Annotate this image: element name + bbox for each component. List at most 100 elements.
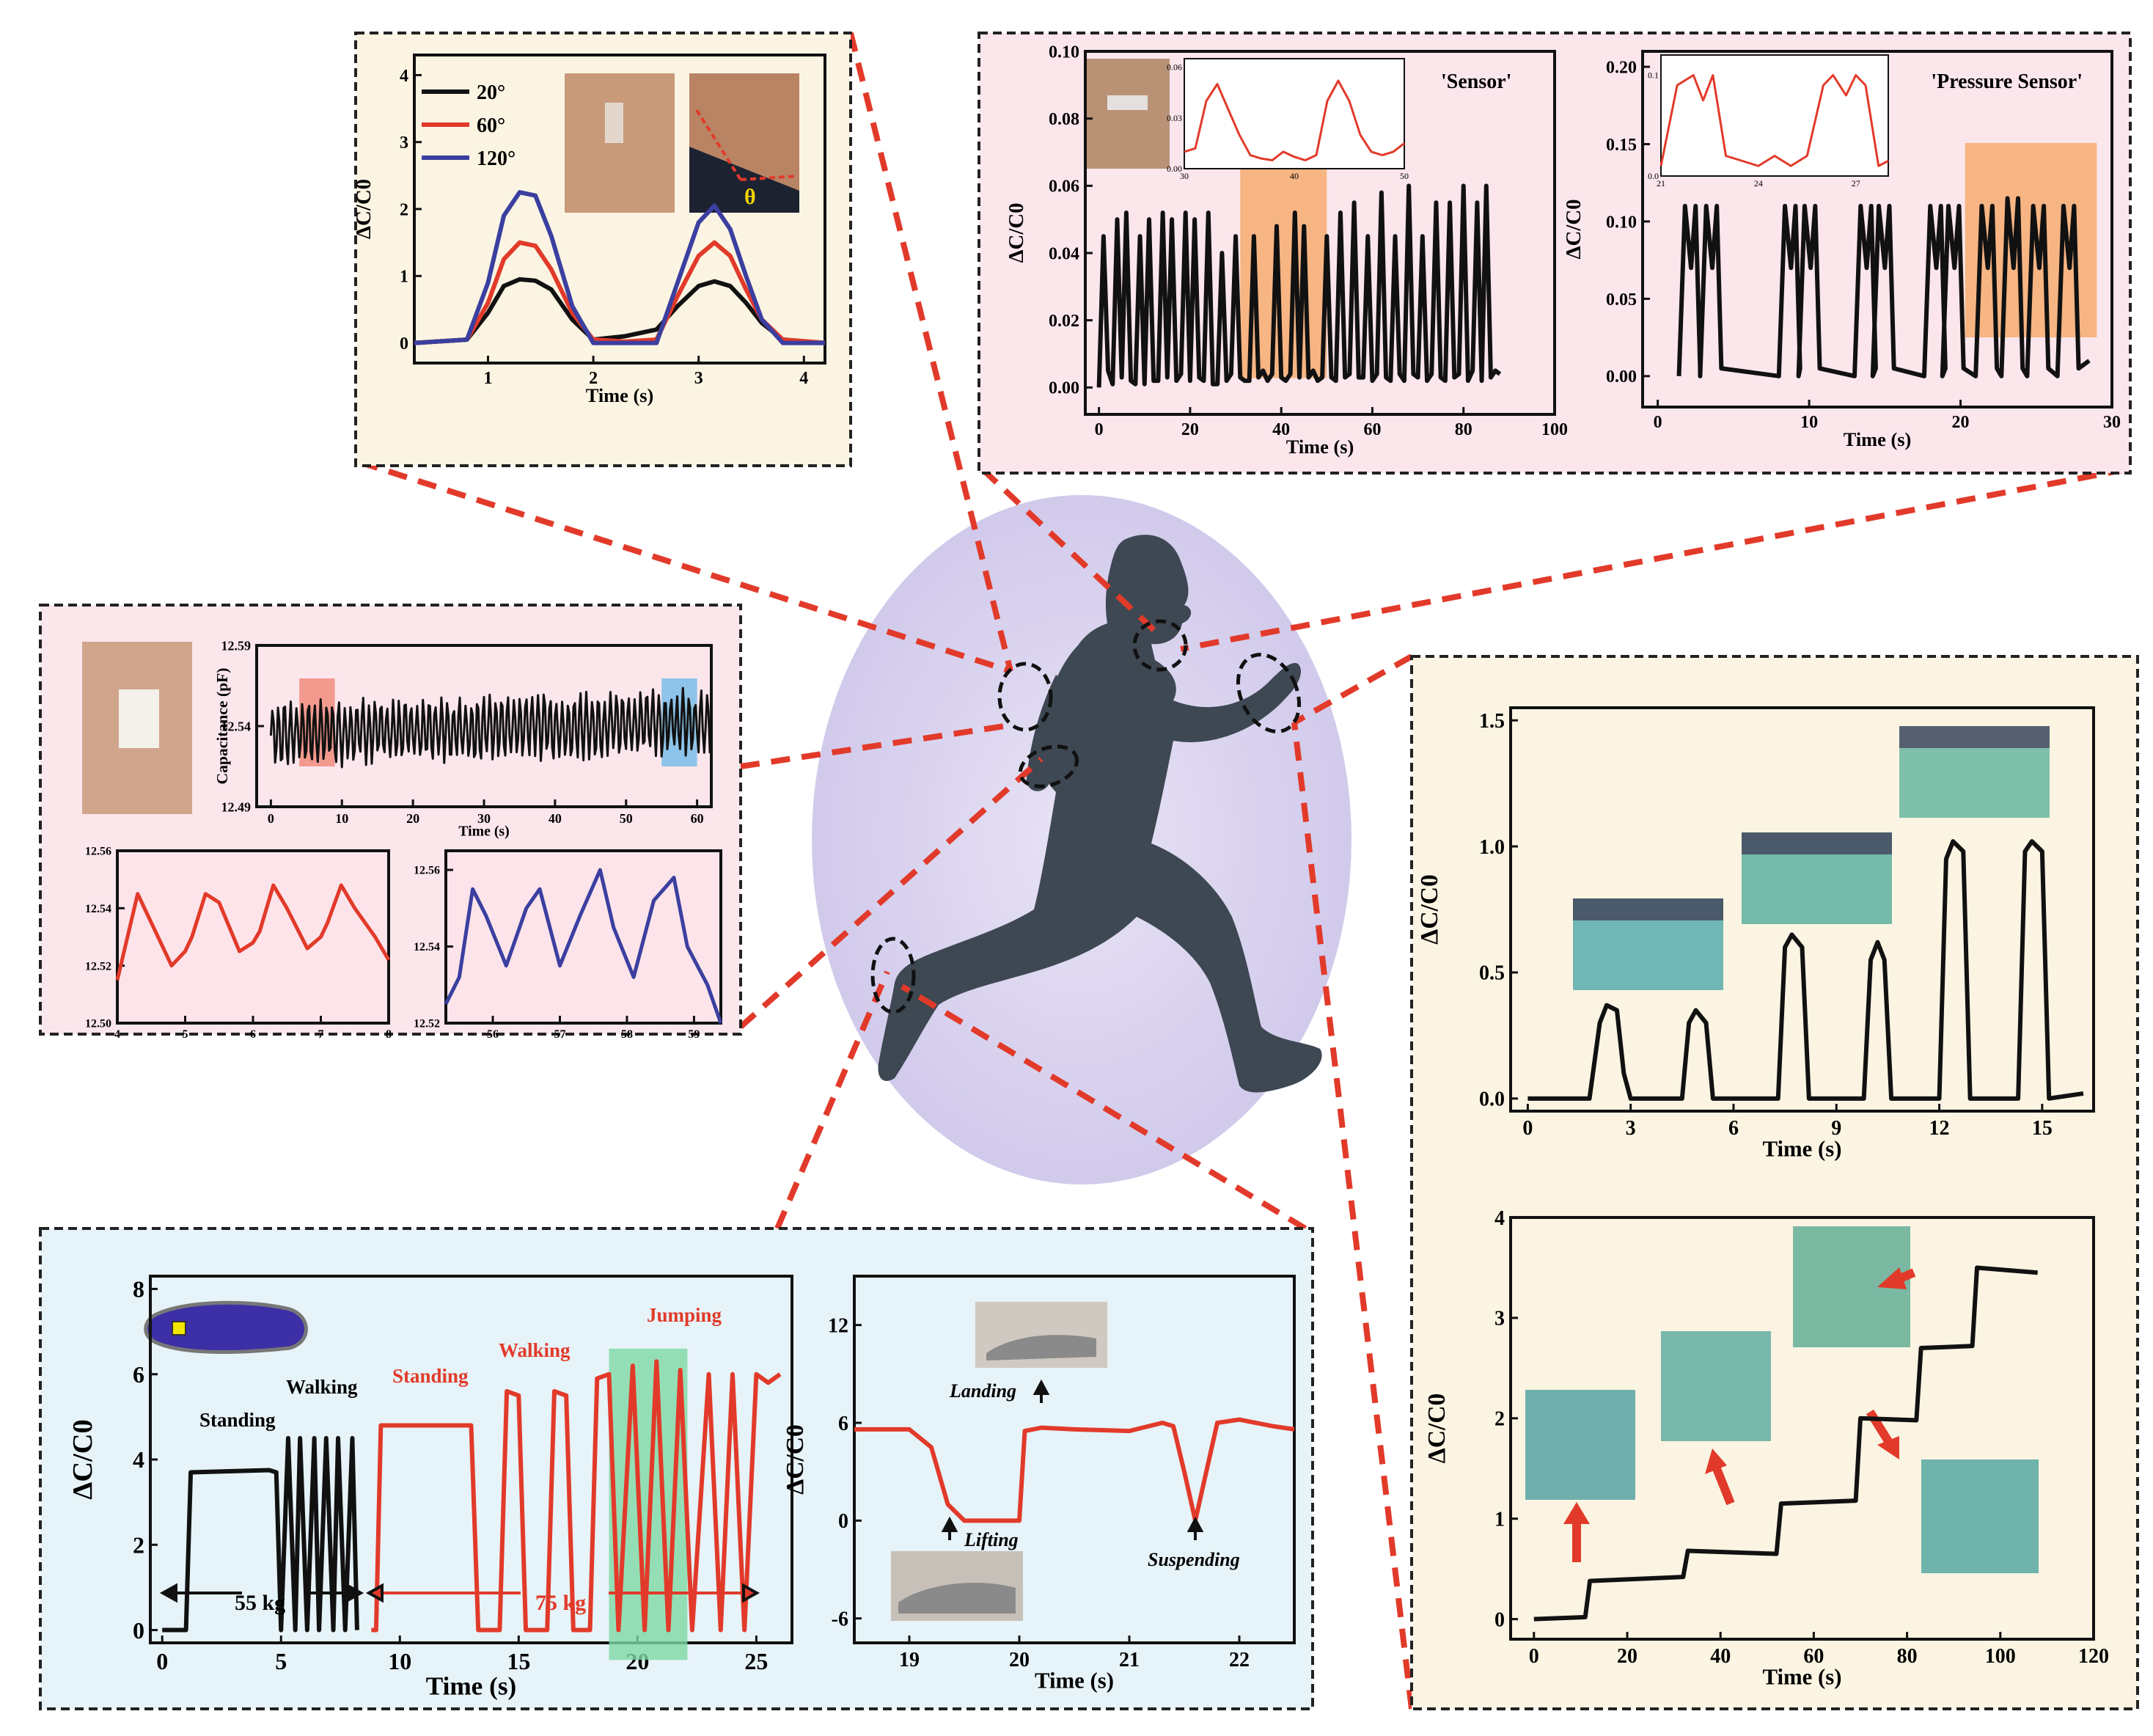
x-tick-label: 0 [1095, 420, 1104, 439]
photo-finger-4 [1525, 1390, 1635, 1500]
y-axis-label: Capacitance (pF) [213, 668, 231, 785]
y-axis-label: ΔC/C0 [1416, 874, 1443, 945]
x-tick-label: 100 [1985, 1645, 2016, 1668]
x-tick-label: 10 [1800, 413, 1818, 432]
y-tick-label: 0 [1494, 1608, 1505, 1631]
x-axis-label: Time (s) [1035, 1669, 1114, 1693]
y-axis-label: ΔC/C0 [782, 1424, 809, 1495]
y-tick-label: 12.54 [414, 941, 440, 953]
x-tick-label: 6 [250, 1028, 256, 1041]
x-tick-label: 30 [2103, 413, 2121, 432]
x-axis-label: Time (s) [586, 384, 654, 406]
legend-label-1: 60° [477, 114, 505, 137]
inset-y-tick-label: 0.1 [1648, 70, 1659, 81]
x-axis-label: Time (s) [426, 1671, 516, 1700]
y-tick-label: 4 [133, 1446, 144, 1473]
x-tick-label: 3 [1626, 1117, 1636, 1140]
x-tick-label: 5 [275, 1648, 287, 1674]
y-axis-label: ΔC/C0 [67, 1419, 98, 1499]
inset-y-tick-label: 0.0 [1648, 171, 1659, 181]
y-tick-label: 1.5 [1479, 710, 1505, 733]
x-tick-label: 8 [386, 1028, 392, 1041]
x-tick-label: 6 [1728, 1117, 1739, 1140]
foot-label-walking-1: Walking [286, 1376, 358, 1398]
x-tick-label: 80 [1455, 420, 1472, 439]
y-tick-label: 0.04 [1049, 244, 1079, 263]
inset-x-tick-label: 40 [1290, 171, 1299, 181]
y-axis-label: ΔC/C0 [1005, 202, 1028, 263]
x-tick-label: 1 [484, 369, 493, 388]
x-tick-label: 80 [1897, 1645, 1918, 1668]
x-tick-label: 50 [620, 811, 633, 826]
y-tick-label: 2 [400, 200, 408, 219]
x-tick-label: 19 [899, 1649, 920, 1671]
x-tick-label: 10 [335, 811, 348, 826]
foot-zoom-suspending: Suspending [1148, 1549, 1240, 1570]
y-tick-label: 6 [838, 1413, 848, 1435]
x-tick-label: 4 [799, 369, 808, 388]
y-tick-label: 12.52 [85, 960, 111, 973]
x-tick-label: 0 [1522, 1117, 1533, 1140]
x-tick-label: 12 [1929, 1117, 1950, 1140]
x-tick-label: 4 [114, 1028, 120, 1041]
y-tick-label: 12.56 [414, 865, 440, 877]
x-tick-label: 20 [1952, 413, 1970, 432]
y-tick-label: 0.15 [1606, 136, 1637, 155]
neck-title: 'Sensor' [1441, 70, 1511, 93]
x-tick-label: 0 [156, 1648, 168, 1674]
x-tick-label: 22 [1229, 1649, 1250, 1671]
y-tick-label: 6 [133, 1361, 144, 1388]
x-tick-label: 0 [268, 811, 274, 826]
y-tick-label: 12.52 [414, 1018, 440, 1030]
y-tick-label: 1 [400, 268, 408, 287]
y-tick-label: -6 [832, 1608, 848, 1630]
y-tick-label: 12.59 [221, 638, 252, 653]
x-tick-label: 0 [1529, 1645, 1539, 1668]
inset-x-tick-label: 50 [1400, 171, 1409, 181]
y-tick-label: 0 [400, 334, 408, 354]
x-tick-label: 58 [621, 1028, 633, 1041]
x-tick-label: 100 [1541, 420, 1568, 439]
x-tick-label: 15 [507, 1648, 530, 1674]
y-tick-label: 0 [838, 1510, 848, 1533]
y-tick-label: 0.08 [1049, 110, 1079, 129]
inset-x-tick-label: 24 [1754, 178, 1763, 188]
legend-label-2: 120° [477, 147, 516, 170]
y-tick-label: 2 [1494, 1408, 1505, 1431]
x-tick-label: 59 [688, 1028, 700, 1041]
x-axis-label: Time (s) [1762, 1137, 1841, 1162]
y-axis-label: ΔC/C0 [1423, 1393, 1450, 1464]
y-tick-label: 1 [1494, 1509, 1505, 1531]
x-tick-label: 5 [183, 1028, 188, 1041]
x-tick-label: 25 [744, 1648, 768, 1674]
y-tick-label: 0 [133, 1617, 144, 1644]
legend-label-0: 20° [477, 81, 505, 104]
chart-pulse-red-zoom: 4567812.5012.5212.5412.56 [85, 846, 392, 1041]
y-axis-label: ΔC/C0 [1562, 199, 1585, 259]
x-tick-label: 15 [2032, 1117, 2053, 1140]
foot-zoom-landing: Landing [949, 1380, 1016, 1402]
y-tick-label: 8 [133, 1276, 144, 1303]
y-tick-label: 0.02 [1049, 312, 1079, 331]
y-tick-label: 3 [400, 133, 408, 153]
photo-neck [1085, 59, 1170, 169]
x-tick-label: 20 [1009, 1649, 1030, 1671]
y-tick-label: 2 [133, 1531, 144, 1558]
foot-label-55kg: 55 kg [235, 1591, 285, 1615]
y-tick-label: 4 [400, 67, 408, 86]
x-tick-label: 20 [1181, 420, 1199, 439]
x-axis-label: Time (s) [1286, 436, 1354, 458]
x-tick-label: 20 [1617, 1645, 1637, 1668]
y-tick-label: 0.0 [1479, 1088, 1505, 1111]
x-tick-label: 56 [487, 1028, 499, 1041]
y-tick-label: 0.06 [1049, 177, 1079, 197]
insole-icon [146, 1303, 307, 1352]
y-tick-label: 0.05 [1606, 290, 1637, 310]
y-tick-label: 0.5 [1479, 962, 1505, 985]
y-tick-label: 4 [1494, 1207, 1505, 1230]
foot-label-standing-1: Standing [199, 1409, 276, 1431]
photo-finger-7 [1921, 1460, 2039, 1573]
x-tick-label: 40 [1710, 1645, 1731, 1668]
